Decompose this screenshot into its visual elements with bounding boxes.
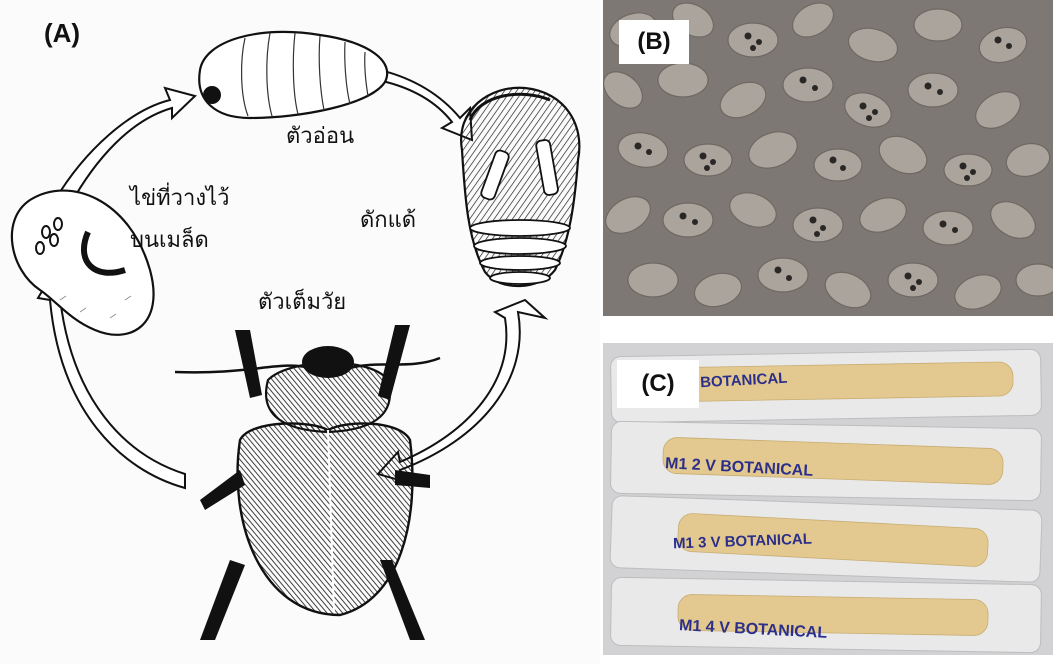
life-cycle-drawing xyxy=(0,0,600,664)
infested-seeds-photo: (B) xyxy=(603,0,1053,316)
life-cycle-diagram: (A) ตัวอ่อน ดักแด้ ไข่ที่วางไว้ บนเมล็ด … xyxy=(0,0,600,664)
panel-b-label: (B) xyxy=(619,20,689,64)
egg-label-line1: ไข่ที่วางไว้ xyxy=(130,184,229,214)
panel-c-label: (C) xyxy=(617,360,699,408)
panel-a-label: (A) xyxy=(44,18,80,49)
adult-beetle-drawing xyxy=(175,325,440,640)
arrow-larva-to-pupa xyxy=(378,70,472,140)
pupa-drawing xyxy=(461,88,579,286)
egg-label-line2: บนเมล็ด xyxy=(130,226,209,256)
seed-bags-photo: M1 V BOTANICAL M1 2 V BOTANICAL M1 3 V B… xyxy=(603,343,1053,655)
adult-label: ตัวเต็มวัย xyxy=(258,288,346,318)
larva-label: ตัวอ่อน xyxy=(286,122,354,152)
pupa-label: ดักแด้ xyxy=(360,206,416,236)
larva-drawing xyxy=(199,32,387,118)
